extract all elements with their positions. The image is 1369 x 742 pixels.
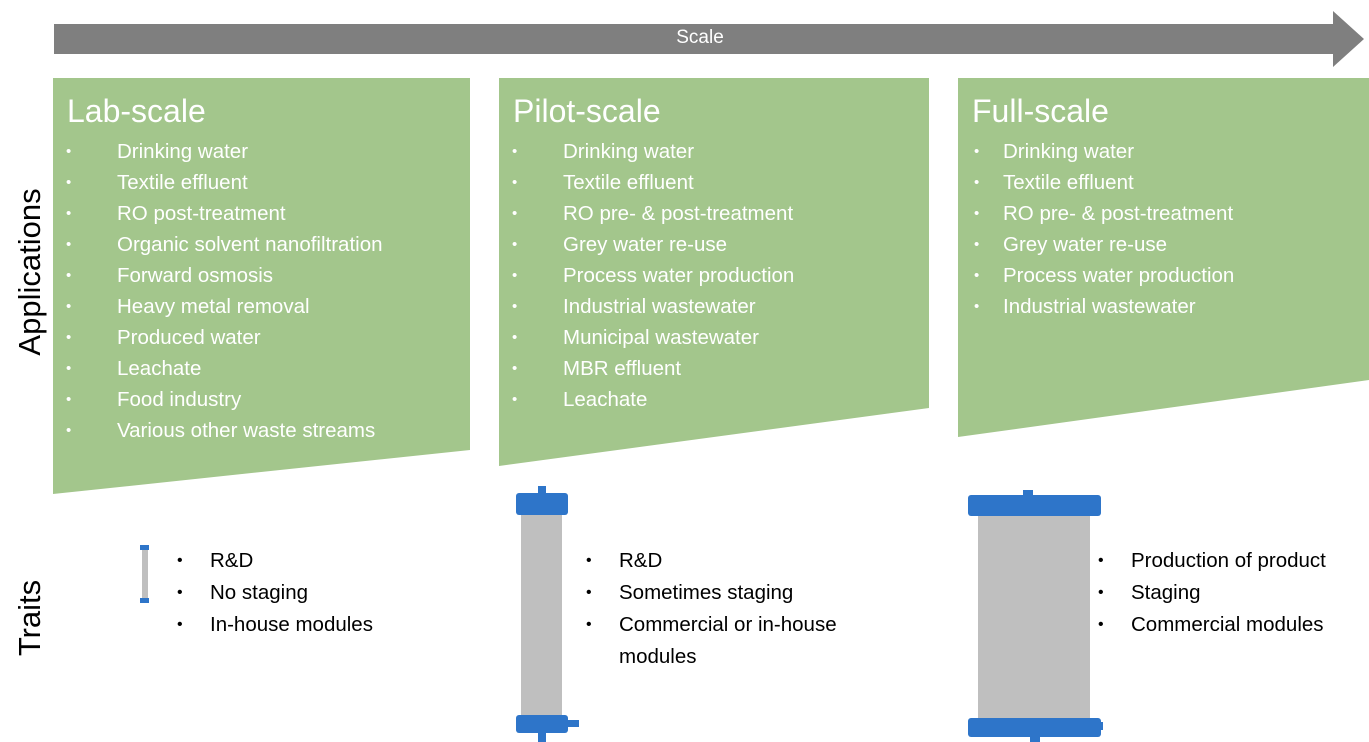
- bullet-icon: •: [974, 205, 980, 222]
- bullet-icon: •: [66, 391, 72, 408]
- bullet-icon: •: [177, 552, 183, 569]
- application-text: Drinking water: [117, 140, 249, 163]
- application-text: Textile effluent: [117, 171, 248, 194]
- bullet-icon: •: [66, 360, 72, 377]
- bullet-icon: •: [512, 360, 518, 377]
- application-text: Textile effluent: [563, 171, 694, 194]
- trait-item: • In-house modules: [177, 609, 447, 641]
- bullet-icon: •: [974, 267, 980, 284]
- trait-item: • Commercial modules: [1098, 609, 1369, 641]
- application-text: Industrial wastewater: [1003, 295, 1196, 318]
- bullet-icon: •: [512, 267, 518, 284]
- application-text: Organic solvent nanofiltration: [117, 233, 383, 256]
- bullet-icon: •: [66, 174, 72, 191]
- application-text: Municipal wastewater: [563, 326, 759, 349]
- bullet-icon: •: [512, 205, 518, 222]
- lab-module-icon: [140, 545, 149, 603]
- full-scale-title: Full-scale: [972, 93, 1109, 129]
- application-text: Leachate: [117, 357, 202, 380]
- trait-text: Production of product: [1131, 549, 1326, 572]
- bullet-icon: •: [512, 329, 518, 346]
- application-text: Forward osmosis: [117, 264, 274, 287]
- application-text: Drinking water: [563, 140, 695, 163]
- full-scale-panel: Full-scale • Drinking water • Textile efflu…: [958, 78, 1369, 437]
- lab-scale-panel: Lab-scale • Drinking water • Textile efflue…: [53, 78, 470, 494]
- trait-item: • Sometimes staging: [586, 577, 896, 609]
- bullet-icon: •: [66, 298, 72, 315]
- application-text: Various other waste streams: [117, 419, 376, 442]
- bullet-icon: •: [512, 236, 518, 253]
- scale-arrow-label: Scale: [676, 27, 724, 48]
- full-module-icon: [968, 490, 1103, 742]
- application-text: Process water production: [563, 264, 795, 287]
- bullet-icon: •: [586, 584, 592, 601]
- bullet-icon: •: [1098, 552, 1104, 569]
- application-text: MBR effluent: [563, 357, 682, 380]
- trait-item: • No staging: [177, 577, 447, 609]
- bullet-icon: •: [66, 236, 72, 253]
- trait-text: No staging: [210, 581, 309, 604]
- bullet-icon: •: [177, 584, 183, 601]
- trait-text: Sometimes staging: [619, 581, 794, 604]
- application-text: RO pre- & post-treatment: [1003, 202, 1234, 225]
- bullet-icon: •: [512, 391, 518, 408]
- bullet-icon: •: [974, 236, 980, 253]
- bullet-icon: •: [1098, 616, 1104, 633]
- trait-text: In-house modules: [210, 613, 373, 636]
- applications-row-label: Applications: [12, 188, 47, 356]
- application-text: Leachate: [563, 388, 648, 411]
- trait-text: Commercial modules: [1131, 613, 1324, 636]
- bullet-icon: •: [974, 174, 980, 191]
- bullet-icon: •: [512, 174, 518, 191]
- bullet-icon: •: [586, 616, 592, 633]
- application-text: Drinking water: [1003, 140, 1135, 163]
- trait-text: Commercial or in-house modules: [619, 613, 837, 668]
- application-text: Grey water re-use: [563, 233, 728, 256]
- trait-text: R&D: [619, 549, 663, 572]
- trait-text: R&D: [210, 549, 254, 572]
- trait-item: • Staging: [1098, 577, 1369, 609]
- application-text: RO post-treatment: [117, 202, 286, 225]
- lab-scale-traits-list: • R&D • No staging • In-house modules: [177, 545, 447, 641]
- lab-scale-title: Lab-scale: [67, 93, 206, 129]
- pilot-module-icon: [516, 486, 579, 742]
- full-scale-traits-list: • Production of product • Staging • Commercia…: [1098, 545, 1369, 641]
- application-text: Textile effluent: [1003, 171, 1134, 194]
- bullet-icon: •: [1098, 584, 1104, 601]
- bullet-icon: •: [177, 616, 183, 633]
- application-text: Industrial wastewater: [563, 295, 756, 318]
- bullet-icon: •: [512, 298, 518, 315]
- bullet-icon: •: [66, 329, 72, 346]
- bullet-icon: •: [512, 143, 518, 160]
- application-text: Food industry: [117, 388, 242, 411]
- pilot-scale-title: Pilot-scale: [513, 93, 661, 129]
- trait-item: • Production of product: [1098, 545, 1369, 577]
- bullet-icon: •: [66, 422, 72, 439]
- application-text: Heavy metal removal: [117, 295, 310, 318]
- bullet-icon: •: [586, 552, 592, 569]
- trait-text: Staging: [1131, 581, 1201, 604]
- bullet-icon: •: [974, 298, 980, 315]
- application-text: Grey water re-use: [1003, 233, 1168, 256]
- pilot-scale-traits-list: • R&D • Sometimes staging • Commercial or in-…: [586, 545, 896, 673]
- bullet-icon: •: [66, 205, 72, 222]
- pilot-scale-panel: Pilot-scale • Drinking water • Textile effl…: [499, 78, 929, 466]
- traits-row-label: Traits: [12, 579, 47, 657]
- trait-item: • R&D: [586, 545, 896, 577]
- application-text: Produced water: [117, 326, 261, 349]
- trait-item: • Commercial or in-house modules: [586, 609, 896, 673]
- application-text: RO pre- & post-treatment: [563, 202, 794, 225]
- scale-arrow: [54, 11, 1364, 67]
- bullet-icon: •: [66, 267, 72, 284]
- bullet-icon: •: [974, 143, 980, 160]
- application-text: Process water production: [1003, 264, 1235, 287]
- trait-item: • R&D: [177, 545, 447, 577]
- bullet-icon: •: [66, 143, 72, 160]
